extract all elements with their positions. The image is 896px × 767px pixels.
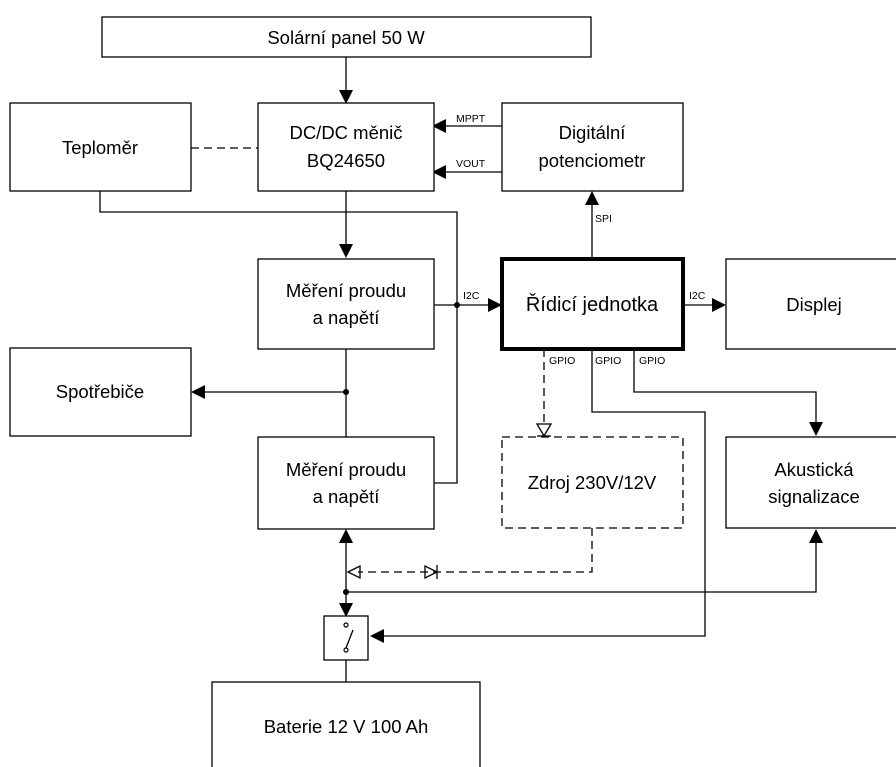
label-digipot-2: potenciometr [539,150,646,171]
block-solar [101,16,592,58]
arrow-gpio-zdroj [535,423,553,438]
arrow-i2c-out [712,298,726,312]
arrow-main-up [339,529,353,543]
signal-gpio-2: GPIO [595,355,621,367]
label-ridici: Řídicí jednotka [526,293,659,316]
arrow-solar-dcdc [339,90,353,104]
label-zdroj: Zdroj 230V/12V [528,472,657,493]
arrow-spotrebice [191,385,205,399]
signal-i2c-in: I2C [463,290,480,302]
label-teplomer: Teploměr [62,137,138,158]
wire-main-akusticka [346,541,817,593]
arrow-vout [432,165,446,179]
label-dcdc-2: BQ24650 [307,150,385,171]
wire-gpio-akusticka [633,349,817,425]
signal-spi: SPI [595,213,612,225]
signal-vout: VOUT [456,158,486,170]
arrow-gpio-rele [370,629,384,643]
block-baterie [211,681,481,767]
label-spotrebice: Spotřebiče [56,381,144,402]
label-dcdc-1: DC/DC měnič [289,122,402,143]
block-spotrebice [9,347,192,437]
diode-zdroj [424,564,439,580]
block-akusticka [725,436,896,529]
arrow-mppt [432,119,446,133]
arrow-main-down [339,603,353,617]
wire-teplomer-bus [99,191,458,305]
block-displej [725,258,896,350]
wire-gpio-rele [382,349,706,637]
label-displej: Displej [786,294,842,315]
label-akusticka-2: signalizace [768,486,860,507]
signal-mppt: MPPT [456,113,486,125]
block-mereni1 [257,258,435,350]
signal-gpio-1: GPIO [549,355,575,367]
arrow-main-akusticka [809,529,823,543]
block-teplomer [9,102,192,192]
relay-blade [345,629,354,649]
relay-contact-bottom [343,647,349,653]
arrow-gpio-akusticka [809,422,823,436]
label-baterie: Baterie 12 V 100 Ah [264,716,429,737]
relay-contact-top [343,622,349,628]
signal-i2c-out: I2C [689,290,706,302]
label-akusticka-1: Akustická [774,459,854,480]
block-mereni2 [257,436,435,530]
label-solar: Solární panel 50 W [267,27,425,48]
signal-gpio-3: GPIO [639,355,665,367]
arrow-zdroj-main [346,564,361,580]
wire-i2c-mereni2 [434,305,458,484]
label-mereni2-2: a napětí [313,486,381,507]
block-zdroj [501,436,684,529]
label-mereni1-2: a napětí [313,307,381,328]
arrow-spi [585,191,599,205]
arrow-dcdc-mereni1 [339,244,353,258]
label-mereni2-1: Měření proudu [286,459,406,480]
block-dcdc [257,102,435,192]
block-digipot [501,102,684,192]
label-digipot-1: Digitální [559,122,627,143]
label-mereni1-1: Měření proudu [286,280,406,301]
wire-zdroj-out [358,528,593,573]
block-ridici [500,257,685,351]
arrow-i2c-in [488,298,502,312]
